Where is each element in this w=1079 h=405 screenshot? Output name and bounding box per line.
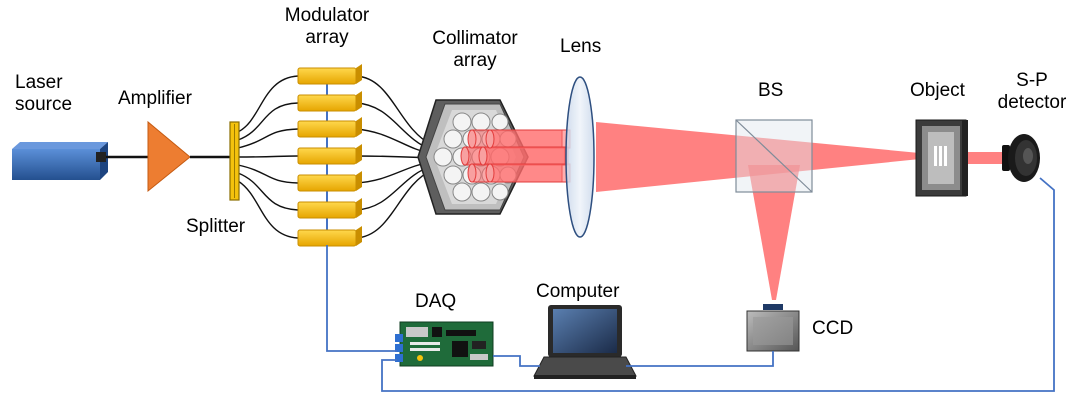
ccd-camera: [746, 304, 800, 352]
modulator-4: [297, 144, 362, 165]
lens: [565, 76, 595, 238]
collimator-array-label-line2: array: [453, 50, 497, 71]
transmitted-beam: [968, 152, 1002, 164]
converging-beam: [596, 122, 930, 192]
daq-label: DAQ: [415, 291, 457, 312]
splitter-label: Splitter: [186, 216, 246, 237]
modulator-1: [297, 64, 362, 85]
beamlets: [460, 129, 571, 183]
laser-source-label: Laser source: [15, 72, 72, 116]
bs-label: BS: [758, 80, 784, 101]
laptop-computer: [533, 305, 637, 379]
daq-board: [395, 321, 494, 367]
sp-detector-label-line2: detector: [997, 92, 1067, 113]
lens-label: Lens: [560, 36, 602, 57]
modulator-3: [297, 117, 362, 138]
signal-wires: [326, 177, 1055, 392]
amplifier-label: Amplifier: [118, 88, 192, 109]
sp-detector-label-line1: S-P: [1016, 70, 1048, 91]
computer-label: Computer: [536, 281, 620, 302]
collimator-array-label-line1: Collimator: [432, 28, 518, 49]
object-mount: [915, 119, 968, 197]
reflected-beam: [748, 165, 800, 300]
amplifier-triangle: [147, 120, 191, 193]
modulator-5: [297, 171, 362, 192]
laser-source: [12, 142, 108, 180]
splitter-block: [229, 121, 240, 201]
laser-source-label-line1: Laser: [15, 72, 63, 93]
modulator-array: [297, 64, 362, 247]
object-label: Object: [910, 80, 965, 101]
modulator-7: [297, 226, 362, 247]
ccd-label: CCD: [812, 318, 854, 339]
laser-source-label-line2: source: [15, 94, 73, 115]
modulator-2: [297, 91, 362, 112]
modulator-array-label-line2: array: [305, 27, 349, 48]
beam-splitter-cube: [735, 119, 813, 193]
sp-detector: [1002, 134, 1040, 182]
modulator-6: [297, 198, 362, 219]
modulator-array-label-line1: Modulator: [284, 5, 370, 26]
modulator-array-label: Modulator array: [277, 5, 377, 49]
sp-detector-label: S-P detector: [990, 70, 1074, 114]
collimator-array-label: Collimator array: [420, 28, 530, 72]
